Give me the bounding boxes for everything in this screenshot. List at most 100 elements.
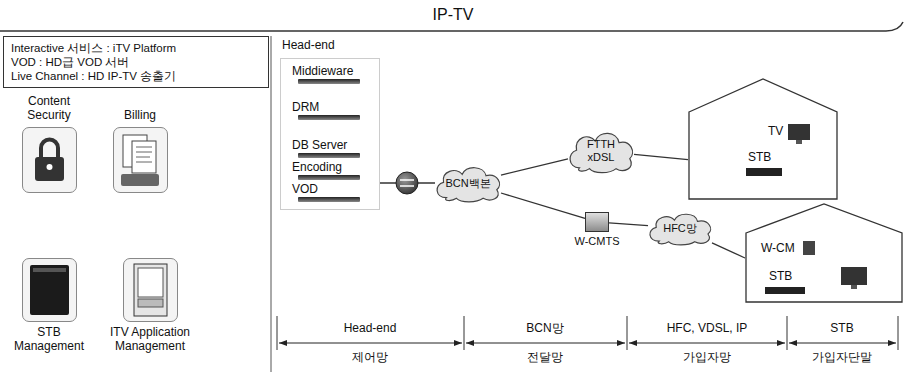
span-arrow	[466, 343, 625, 344]
cabinet-panel	[138, 268, 163, 297]
paper-sheet	[132, 141, 156, 173]
icon-graphic	[23, 259, 76, 321]
cloud-outline	[650, 214, 711, 245]
icon-graphic	[124, 259, 177, 321]
network-cloud: FTTH xDSL	[565, 128, 637, 174]
cloud-text-wrap: BCN백본	[432, 163, 504, 203]
modem-box	[803, 241, 815, 255]
cloud-label: FTTH xDSL	[581, 138, 621, 164]
icon-node: Billing	[100, 109, 180, 197]
server-bar	[298, 197, 360, 202]
router-symbol	[396, 172, 418, 194]
cloud-outline	[570, 133, 632, 172]
server-box: Encoding	[292, 160, 374, 180]
connector-line	[501, 159, 568, 175]
icon-node: ITV Application Management	[94, 254, 206, 354]
cmts-box: W-CMTS	[585, 212, 609, 232]
icon-box	[123, 258, 178, 322]
icon-box	[22, 258, 77, 322]
connector-line	[712, 243, 745, 258]
segment-label: Head-end	[344, 321, 397, 335]
cabinet-frame	[134, 264, 167, 316]
house-shape	[746, 204, 902, 302]
icon-label: Content Security	[14, 95, 84, 123]
segment-label: STB	[830, 321, 853, 335]
cloud-text-wrap: FTTH xDSL	[565, 128, 637, 174]
server-box: Middieware	[292, 64, 374, 84]
printer-body	[121, 174, 159, 186]
server-label: DB Server	[292, 138, 374, 152]
icon-label: STB Management	[14, 326, 84, 354]
connector-line	[609, 223, 648, 226]
connector-line	[501, 193, 585, 218]
segment-tick	[898, 316, 899, 350]
server-label: VOD	[292, 182, 374, 196]
headend-group: Head-endMiddiewareDRM DB ServerEncodingVO…	[280, 38, 380, 210]
diagram-title: IP-TV	[433, 5, 474, 24]
house-label: W-CM	[761, 241, 795, 255]
cloud-text-wrap: HFC망	[645, 210, 715, 246]
tv-stand	[851, 285, 857, 289]
server-bar	[298, 153, 360, 158]
icon-box	[113, 127, 168, 193]
subscriber-house: W-CM STB	[745, 203, 903, 303]
segment-label: 제어망	[352, 350, 388, 364]
icon-label: ITV Application Management	[94, 326, 206, 354]
lock-shackle	[41, 139, 58, 157]
paper-lines	[136, 147, 152, 162]
subscriber-house: TVSTB	[688, 78, 838, 200]
segment-tick	[787, 316, 788, 350]
segment-label: 가입자단말	[812, 350, 872, 364]
span-arrow	[279, 343, 462, 344]
cabinet-drawer	[138, 299, 163, 307]
info-line: Interactive 서비스 : iTV Platform	[11, 41, 261, 55]
segment-label: HFC, VDSL, IP	[667, 321, 748, 335]
server-bar	[298, 79, 360, 84]
segment-label: BCN망	[526, 321, 563, 335]
tv-screen	[788, 124, 810, 140]
panel-divider	[271, 36, 272, 372]
house-outline	[688, 78, 838, 200]
segment-tick	[464, 316, 465, 350]
info-line: Live Channel : HD IP-TV 송출기	[11, 69, 261, 83]
house-label: STB	[769, 269, 792, 283]
server-box: VOD	[292, 182, 374, 202]
connector-line	[634, 154, 688, 159]
lock-body	[35, 157, 64, 181]
server-bar	[298, 115, 360, 120]
icon-box	[22, 127, 77, 193]
server-label: Middieware	[292, 64, 374, 78]
cloud-label: BCN백본	[445, 177, 490, 190]
router-arrows	[400, 180, 414, 186]
stb-box	[765, 287, 805, 294]
server-label: DRM	[292, 100, 374, 114]
house-label: STB	[748, 150, 771, 164]
segment-label: 전달망	[527, 350, 563, 364]
device-label: W-CMTS	[574, 235, 619, 248]
server-label: Encoding	[292, 160, 374, 174]
server-box: DRM	[292, 100, 374, 120]
title-rule	[0, 22, 903, 31]
stb-box	[746, 168, 782, 176]
span-arrow	[629, 343, 785, 344]
house-shape	[689, 79, 837, 199]
stb-unit	[30, 265, 69, 315]
cloud-label: HFC망	[663, 222, 697, 235]
server-bar	[298, 175, 360, 180]
info-line: VOD : HD급 VOD 서버	[11, 55, 261, 69]
lock-keyhole	[46, 164, 52, 170]
icon-graphic	[114, 128, 167, 192]
stb-highlight	[33, 268, 66, 272]
network-cloud: HFC망	[645, 210, 715, 246]
icon-node: STB Management	[14, 254, 84, 354]
segment-tick	[277, 316, 278, 350]
tv-screen	[841, 267, 867, 285]
segment-label: 가입자망	[683, 350, 731, 364]
span-arrow	[789, 343, 896, 344]
group-label: Head-end	[282, 38, 380, 52]
tv-stand	[796, 140, 802, 144]
info-box: Interactive 서비스 : iTV PlatformVOD : HD급 …	[3, 36, 269, 88]
icon-graphic	[23, 128, 76, 192]
